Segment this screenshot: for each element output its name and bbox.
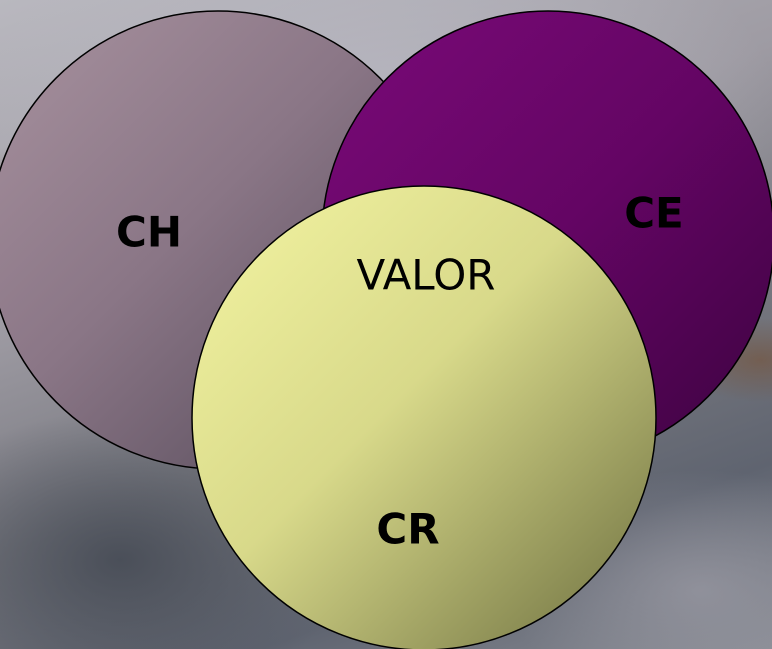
- label-ch: CH: [116, 208, 182, 257]
- circle-cr: [191, 185, 657, 649]
- label-valor: VALOR: [357, 251, 496, 300]
- label-cr: CR: [376, 505, 439, 554]
- label-ce: CE: [624, 189, 684, 238]
